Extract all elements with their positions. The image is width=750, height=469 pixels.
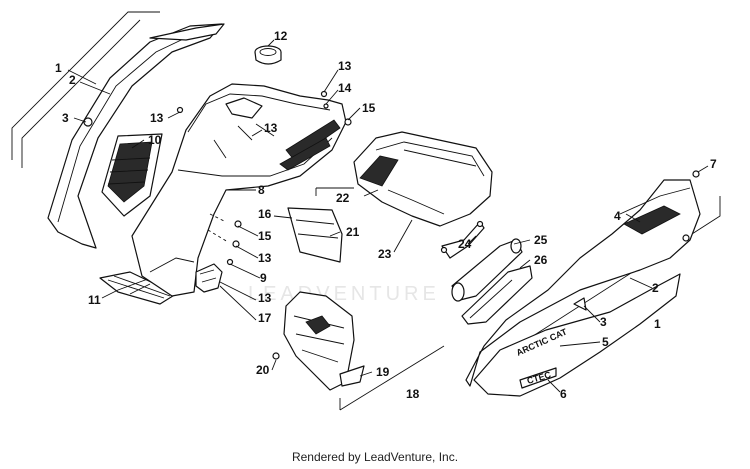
inner-panel <box>287 207 343 263</box>
callout-16: 16 <box>258 207 272 221</box>
vent-insert <box>101 133 163 217</box>
callout-13-b: 13 <box>338 59 352 73</box>
windshield <box>47 23 223 249</box>
nose-badge <box>339 365 365 387</box>
callout-13-a: 13 <box>150 111 164 125</box>
callout-20: 20 <box>256 363 270 377</box>
leader-lines <box>67 39 709 393</box>
callout-17: 17 <box>258 311 272 325</box>
callout-25: 25 <box>534 233 548 247</box>
front-hood <box>131 83 347 297</box>
callout-10: 10 <box>148 133 162 147</box>
callout-13-d: 13 <box>258 251 272 265</box>
side-emblem <box>573 297 587 311</box>
callout-6: 6 <box>560 387 567 401</box>
watermark: LEADVENTURE <box>248 283 440 305</box>
callout-5: 5 <box>602 335 609 349</box>
windshield-trim <box>149 23 225 41</box>
dash-console <box>353 131 493 227</box>
callout-9: 9 <box>260 271 267 285</box>
mounting-bracket <box>440 220 485 259</box>
nose-mesh-screen <box>99 271 177 305</box>
callout-13-e: 13 <box>258 291 272 305</box>
callout-1-right: 1 <box>654 317 661 331</box>
callout-19: 19 <box>376 365 390 379</box>
trim-clip <box>83 117 93 127</box>
callout-4: 4 <box>614 209 621 223</box>
callout-14: 14 <box>338 81 352 95</box>
callout-24: 24 <box>458 237 472 251</box>
callout-22: 22 <box>336 191 350 205</box>
callout-3-right: 3 <box>600 315 607 329</box>
callout-7: 7 <box>710 157 717 171</box>
callout-18: 18 <box>406 387 420 401</box>
footer-credit: Rendered by LeadVenture, Inc. <box>291 450 459 464</box>
callout-1-left: 1 <box>55 61 62 75</box>
callout-8: 8 <box>258 183 265 197</box>
callout-2-right: 2 <box>652 281 659 295</box>
callout-15-a: 15 <box>362 101 376 115</box>
hood-latch <box>195 263 223 293</box>
callouts: 1 2 3 10 11 12 13 13 13 13 13 14 15 15 1… <box>55 29 717 401</box>
callout-3-left: 3 <box>62 111 69 125</box>
lower-nose-pan <box>283 291 365 391</box>
callout-15-b: 15 <box>258 229 272 243</box>
gauge-bezel <box>254 45 282 65</box>
callout-26: 26 <box>534 253 548 267</box>
model-decal <box>519 367 557 389</box>
callout-13-c: 13 <box>264 121 278 135</box>
windshield-assembly <box>11 11 225 249</box>
callout-12: 12 <box>274 29 288 43</box>
callout-2-left: 2 <box>69 73 76 87</box>
callout-21: 21 <box>346 225 360 239</box>
intake-silencer <box>451 238 533 325</box>
callout-11: 11 <box>88 293 101 307</box>
group-brackets <box>315 187 445 411</box>
fasteners <box>176 90 700 360</box>
callout-23: 23 <box>378 247 392 261</box>
